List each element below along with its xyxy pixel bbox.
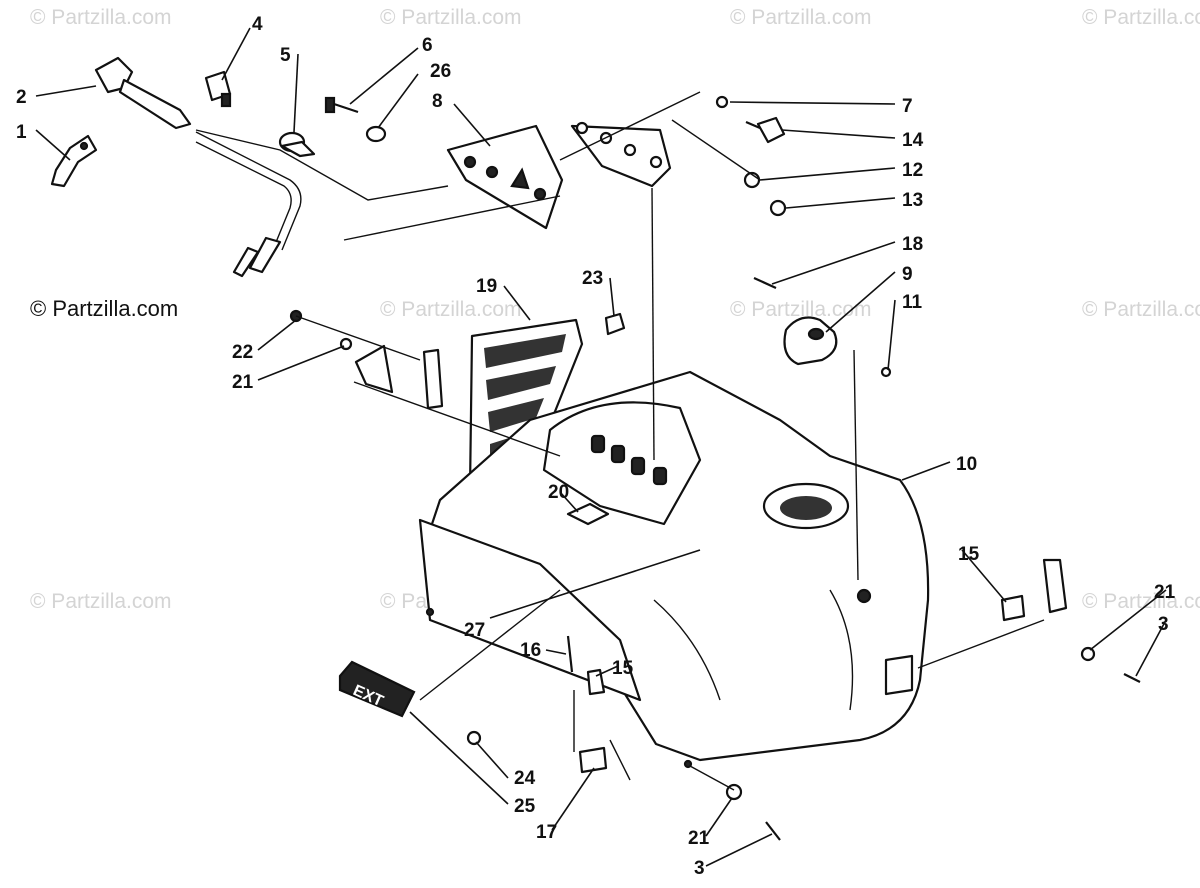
callout-24: 24 — [514, 768, 536, 789]
callout-17: 17 — [536, 822, 557, 843]
callout-9: 9 — [902, 264, 913, 285]
part-washer — [365, 125, 387, 143]
part-retainer — [566, 502, 610, 526]
callout-21: 21 — [232, 372, 254, 393]
watermark: © Partzilla.com — [30, 6, 172, 29]
watermark: © Partzilla.com — [1082, 590, 1200, 613]
callout-20: 20 — [548, 482, 569, 503]
callout-10: 10 — [956, 454, 977, 475]
callout-4: 4 — [252, 14, 263, 35]
callout-25: 25 — [514, 796, 536, 817]
watermark: © Partzilla.com — [1082, 298, 1200, 321]
part-grille-bracket — [354, 344, 394, 394]
part-switch-knob — [278, 131, 316, 158]
part-nut — [715, 95, 729, 109]
callout-16: 16 — [520, 640, 541, 661]
watermark: © Partzilla.com — [380, 298, 522, 321]
part-hex-nut — [769, 199, 787, 217]
callout-1: 1 — [16, 122, 27, 143]
callout-8: 8 — [432, 91, 443, 112]
part-mounting-plate — [783, 316, 838, 366]
part-clip-lower — [586, 668, 606, 696]
callout-21: 21 — [688, 828, 710, 849]
callout-3: 3 — [694, 858, 705, 879]
part-decal-nut — [466, 730, 482, 746]
part-clip-nut — [604, 312, 626, 336]
part-ext-decal: EXT — [338, 660, 416, 718]
callout-27: 27 — [464, 620, 485, 641]
part-washer-small — [339, 337, 353, 351]
part-pin — [753, 276, 777, 290]
part-throttle-cable — [94, 56, 302, 278]
part-console-housing — [418, 370, 930, 769]
callout-2: 2 — [16, 87, 27, 108]
part-grille-strip — [422, 348, 444, 410]
callout-26: 26 — [430, 61, 451, 82]
callout-14: 14 — [902, 130, 924, 151]
part-screw — [324, 96, 359, 114]
copyright-credit: © Partzilla.com — [30, 296, 179, 321]
callout-13: 13 — [902, 190, 923, 211]
callout-6: 6 — [422, 35, 433, 56]
part-toggle-switch — [745, 116, 786, 144]
part-washer-side — [1080, 646, 1096, 662]
callout-7: 7 — [902, 96, 913, 117]
callout-21: 21 — [1154, 582, 1176, 603]
leader-lines — [35, 27, 1167, 867]
callout-18: 18 — [902, 234, 923, 255]
callout-23: 23 — [582, 268, 603, 289]
part-switch-bracket — [570, 121, 672, 188]
part-bolt-side — [1123, 673, 1141, 683]
callout-11: 11 — [902, 292, 923, 313]
watermark: © Partzilla.com — [380, 6, 522, 29]
watermark: © Partzilla.com — [730, 6, 872, 29]
part-clip — [204, 70, 232, 108]
part-side-clip — [1000, 558, 1068, 622]
callout-12: 12 — [902, 160, 923, 181]
callout-15: 15 — [612, 658, 634, 679]
part-bolt-bottom — [765, 821, 781, 841]
callout-3: 3 — [1158, 614, 1169, 635]
watermark: © Partzilla.com — [730, 298, 872, 321]
callout-5: 5 — [280, 45, 291, 66]
callout-19: 19 — [476, 276, 497, 297]
watermark: © Partzilla.com — [30, 590, 172, 613]
part-instrument-plate — [446, 124, 564, 230]
callout-15: 15 — [958, 544, 980, 565]
part-rivet — [566, 635, 574, 673]
callout-22: 22 — [232, 342, 253, 363]
watermark: © Partzilla.com — [1082, 6, 1200, 29]
part-lever-small — [50, 134, 98, 188]
part-bracket-lower — [578, 746, 608, 774]
